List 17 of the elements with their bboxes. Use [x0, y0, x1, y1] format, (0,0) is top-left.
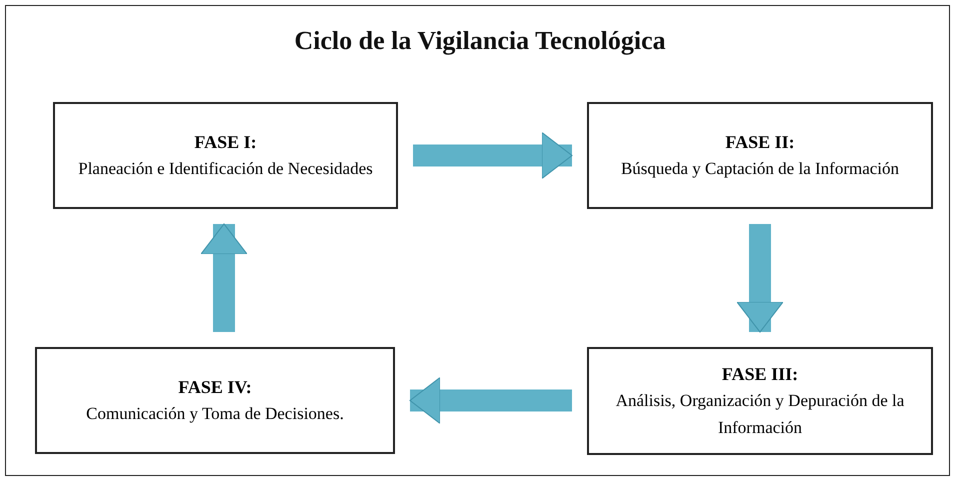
block-arrow [736, 224, 784, 332]
phase-heading: FASE II: [725, 131, 795, 154]
block-arrow [200, 224, 248, 332]
block-arrow [413, 132, 572, 179]
phase-heading: FASE III: [722, 363, 798, 386]
phase-box [587, 102, 933, 209]
phase-description: Análisis, Organización y Depuración de la Información [614, 390, 906, 439]
phase-heading: FASE I: [194, 131, 257, 154]
phase-description: Comunicación y Toma de Decisiones. [86, 403, 344, 425]
phase-box [35, 347, 395, 454]
phase-description: Planeación e Identificación de Necesidades [78, 158, 373, 180]
block-arrow [410, 377, 572, 424]
diagram-title: Ciclo de la Vigilancia Tecnológica [293, 26, 667, 56]
phase-heading: FASE IV: [178, 376, 252, 399]
phase-box [53, 102, 398, 209]
phase-box [587, 347, 933, 455]
phase-description: Búsqueda y Captación de la Información [620, 158, 900, 180]
